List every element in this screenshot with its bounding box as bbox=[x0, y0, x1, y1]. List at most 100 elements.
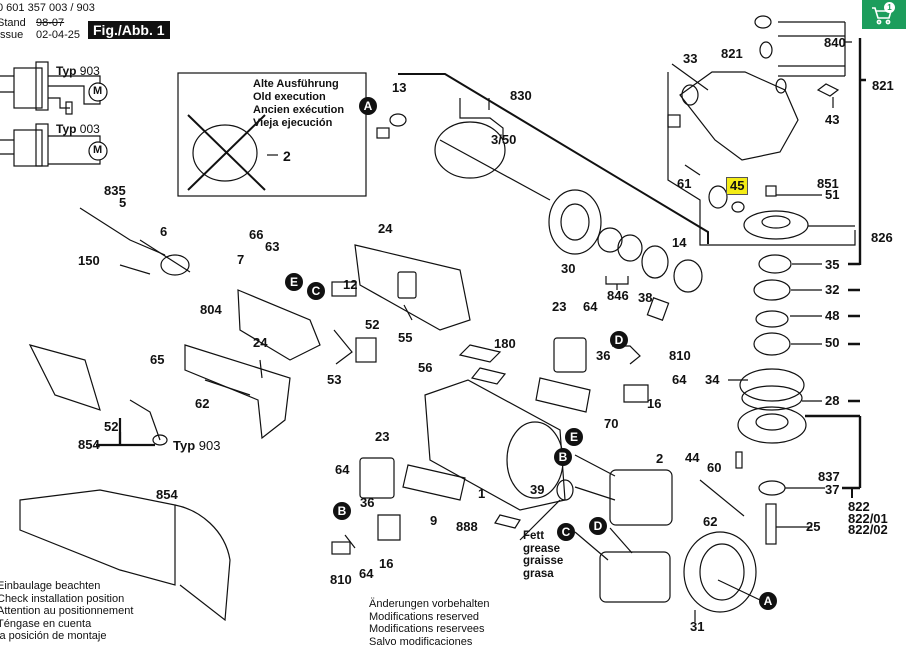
part-label[interactable]: 56 bbox=[418, 360, 433, 375]
part-label[interactable]: 24 bbox=[378, 221, 393, 236]
part-label[interactable]: 821 bbox=[721, 46, 743, 61]
part-label[interactable]: 804 bbox=[200, 302, 222, 317]
issue-value: 02-04-25 bbox=[36, 29, 81, 41]
part-label[interactable]: 52 bbox=[365, 317, 380, 332]
part-label[interactable]: 851 bbox=[817, 176, 839, 191]
part-label[interactable]: 35 bbox=[825, 257, 840, 272]
part-label[interactable]: 150 bbox=[78, 253, 100, 268]
callout-d: D bbox=[610, 331, 628, 349]
installation-note: Einbaulage beachten Check installation p… bbox=[0, 580, 134, 642]
modifications-note: Änderungen vorbehalten Modifications res… bbox=[369, 598, 490, 648]
highlighted-part-45[interactable]: 45 bbox=[726, 177, 749, 195]
part-label[interactable]: 36 bbox=[360, 495, 375, 510]
wiring-typ-903: Typ 903 bbox=[56, 64, 100, 78]
part-label[interactable]: 180 bbox=[494, 336, 516, 351]
part-label[interactable]: 7 bbox=[237, 252, 245, 267]
part-label[interactable]: 23 bbox=[375, 429, 390, 444]
part-label[interactable]: 840 bbox=[824, 35, 846, 50]
part-number: 0 601 357 003 / 903 bbox=[0, 2, 95, 14]
part-label[interactable]: 810 bbox=[669, 348, 691, 363]
part-label[interactable]: 60 bbox=[707, 460, 722, 475]
part-label[interactable]: 66 bbox=[249, 227, 264, 242]
part-label[interactable]: 62 bbox=[195, 396, 210, 411]
cart-button[interactable]: 1 bbox=[862, 0, 906, 29]
callout-c: C bbox=[307, 282, 325, 300]
stand-value: 98-07 bbox=[36, 17, 65, 29]
part-label[interactable]: 810 bbox=[330, 572, 352, 587]
old-execution-box bbox=[177, 72, 367, 197]
part-label[interactable]: 822/01 bbox=[848, 511, 888, 526]
part-label[interactable]: 2 bbox=[656, 451, 664, 466]
callout-a: A bbox=[759, 592, 777, 610]
callout-e: E bbox=[285, 273, 303, 291]
part-label[interactable]: 32 bbox=[825, 282, 840, 297]
part-label[interactable]: 39 bbox=[530, 482, 545, 497]
part-label[interactable]: 24 bbox=[253, 335, 268, 350]
part-label[interactable]: 826 bbox=[871, 230, 893, 245]
part-label[interactable]: 30 bbox=[561, 261, 576, 276]
part-label[interactable]: 31 bbox=[690, 619, 705, 634]
part-label[interactable]: 64 bbox=[583, 299, 598, 314]
part-label[interactable]: 53 bbox=[327, 372, 342, 387]
part-label[interactable]: 33 bbox=[683, 51, 698, 66]
grease-note: Fett grease graisse grasa bbox=[523, 530, 564, 580]
part-label[interactable]: 44 bbox=[685, 450, 700, 465]
part-label[interactable]: 64 bbox=[335, 462, 350, 477]
part-label[interactable]: 63 bbox=[265, 239, 280, 254]
part-label[interactable]: 822/02 bbox=[848, 522, 888, 537]
part-label[interactable]: 13 bbox=[392, 80, 407, 95]
part-label[interactable]: 854 bbox=[156, 487, 178, 502]
part-label[interactable]: 6 bbox=[160, 224, 168, 239]
part-label[interactable]: 14 bbox=[672, 235, 687, 250]
part-label[interactable]: 36 bbox=[596, 348, 611, 363]
old-execution-note: Alte Ausführung Old execution Ancien exé… bbox=[253, 78, 345, 129]
part-label[interactable]: 846 bbox=[607, 288, 629, 303]
callout-c: C bbox=[557, 523, 575, 541]
part-label[interactable]: 38 bbox=[638, 290, 653, 305]
part-label[interactable]: 65 bbox=[150, 352, 165, 367]
part-label[interactable]: 5 bbox=[119, 195, 127, 210]
part-label[interactable]: 52 bbox=[104, 419, 119, 434]
part-label[interactable]: 64 bbox=[672, 372, 687, 387]
part-label[interactable]: 16 bbox=[647, 396, 662, 411]
part-label[interactable]: 3/50 bbox=[491, 132, 517, 147]
cart-count-badge: 1 bbox=[884, 2, 895, 13]
part-label[interactable]: 48 bbox=[825, 308, 840, 323]
part-label[interactable]: 16 bbox=[379, 556, 394, 571]
part-label[interactable]: 822 bbox=[848, 499, 870, 514]
part-label[interactable]: 830 bbox=[510, 88, 532, 103]
motor-symbol-903: M bbox=[93, 85, 103, 97]
issue-label: Issue bbox=[0, 29, 24, 41]
part-label[interactable]: 51 bbox=[825, 187, 840, 202]
part-label[interactable]: 37 bbox=[825, 482, 840, 497]
part-label[interactable]: 821 bbox=[872, 78, 894, 93]
part-label[interactable]: 62 bbox=[703, 514, 718, 529]
part-label[interactable]: 835 bbox=[104, 183, 126, 198]
part-label[interactable]: 28 bbox=[825, 393, 840, 408]
part-label[interactable]: 837 bbox=[818, 469, 840, 484]
part-label[interactable]: 64 bbox=[359, 566, 374, 581]
part-label[interactable]: 9 bbox=[430, 513, 438, 528]
part-label[interactable]: 34 bbox=[705, 372, 720, 387]
part-label: 2 bbox=[283, 148, 291, 164]
part-label[interactable]: 25 bbox=[806, 519, 821, 534]
part-label[interactable]: 1 bbox=[478, 486, 486, 501]
part-label[interactable]: 23 bbox=[552, 299, 567, 314]
part-label[interactable]: 12 bbox=[343, 277, 358, 292]
part-label[interactable]: 43 bbox=[825, 112, 840, 127]
part-label[interactable]: 61 bbox=[677, 176, 692, 191]
part-label[interactable]: 55 bbox=[398, 330, 413, 345]
part-label[interactable]: 70 bbox=[604, 416, 619, 431]
part-label[interactable]: 854 bbox=[78, 437, 100, 452]
wiring-typ-003: Typ 003 bbox=[56, 122, 100, 136]
callout-b: B bbox=[333, 502, 351, 520]
callout-a: A bbox=[359, 97, 377, 115]
motor-symbol-003: M bbox=[93, 144, 103, 156]
callout-b: B bbox=[554, 448, 572, 466]
cable-typ-903: Typ 903 bbox=[173, 438, 221, 453]
wiring-diagram-903 bbox=[0, 61, 108, 115]
callout-d: D bbox=[589, 517, 607, 535]
part-label[interactable]: 50 bbox=[825, 335, 840, 350]
part-label[interactable]: 888 bbox=[456, 519, 478, 534]
